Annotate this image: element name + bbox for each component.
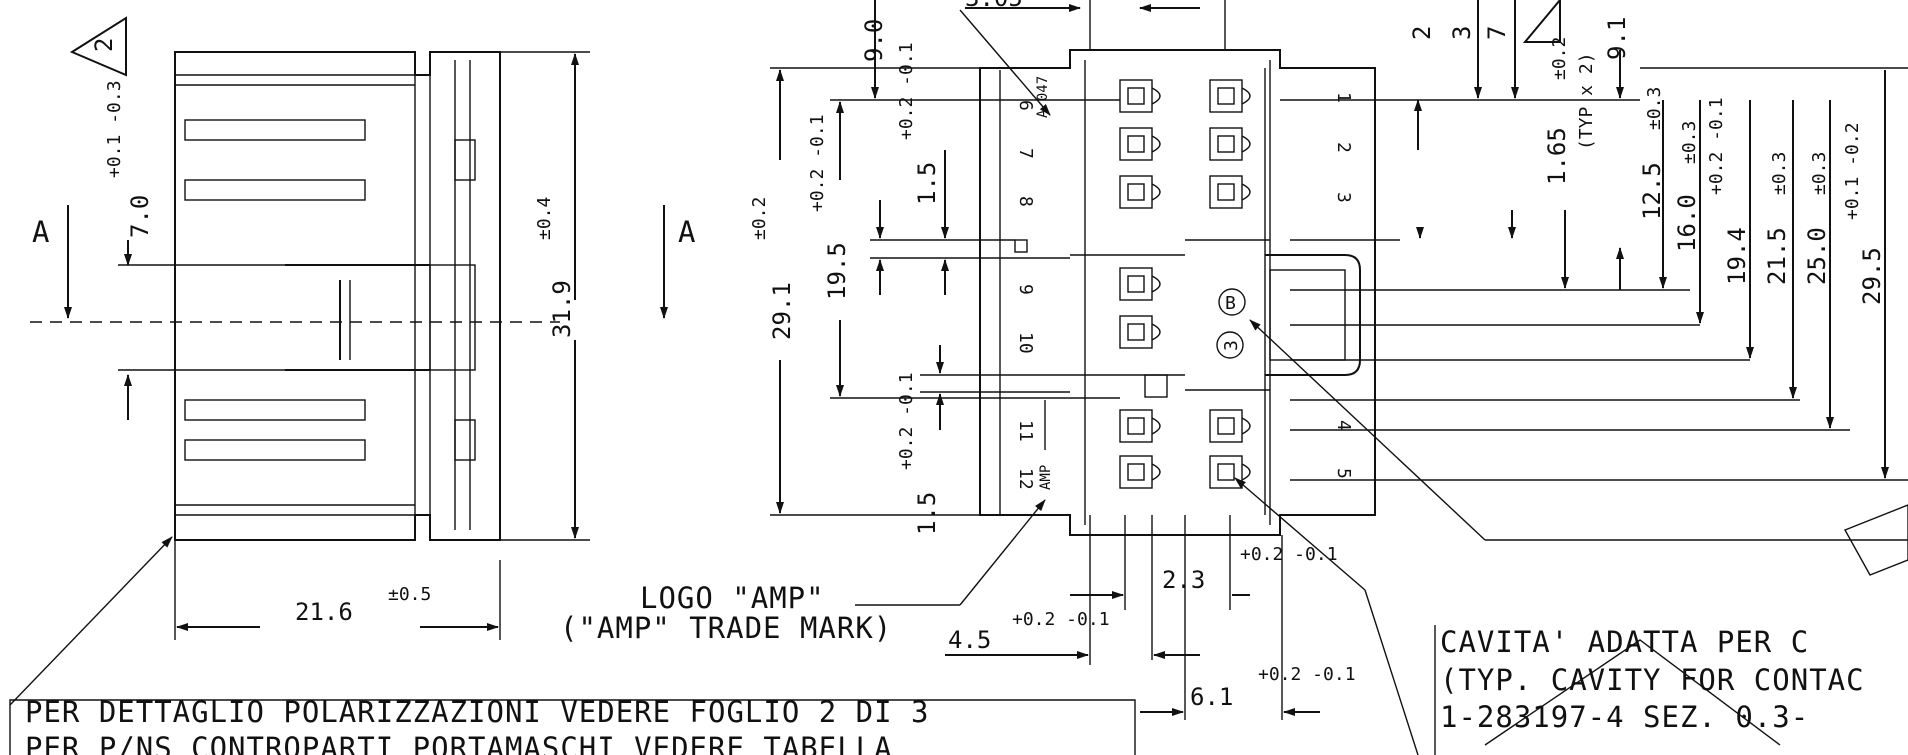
dim-61: 6.1 bbox=[1190, 683, 1233, 711]
cavity-number: 10 bbox=[1015, 332, 1036, 354]
logo-note-line1: LOGO "AMP" bbox=[640, 581, 825, 615]
dim-inner: 19.5 bbox=[823, 242, 851, 300]
left-body-outline bbox=[174, 51, 501, 541]
cavity-number: 11 bbox=[1015, 420, 1036, 442]
cavity-number: 5 bbox=[1333, 468, 1354, 479]
dim-pitch-top-tol: +0.2 -0.1 bbox=[896, 42, 917, 140]
dim-height: 31.9 bbox=[548, 280, 576, 338]
notes: PER DETTAGLIO POLARIZZAZIONI VEDERE FOGL… bbox=[9, 695, 1136, 755]
dim-160-tol: ±0.3 bbox=[1679, 121, 1700, 164]
cavity-line3: 1-283197-4 SEZ. 0.3- bbox=[1440, 700, 1809, 734]
part-code: A 047 bbox=[1035, 76, 1051, 118]
dim-45-tol: +0.2 -0.1 bbox=[1012, 609, 1110, 630]
cavity-number: 9 bbox=[1015, 284, 1036, 295]
dim-pitch-bottom-tol: +0.2 -0.1 bbox=[896, 372, 917, 470]
dim-overall: 29.1 bbox=[768, 282, 796, 340]
dim-194-tol: +0.2 -0.1 bbox=[1706, 97, 1727, 195]
dim-250: 25.0 bbox=[1803, 227, 1831, 285]
cavity-line2: (TYP. CAVITY FOR CONTAC bbox=[1440, 663, 1865, 697]
logo-note: LOGO "AMP" ("AMP" TRADE MARK) bbox=[560, 581, 892, 645]
cavity-number: 1 bbox=[1333, 92, 1354, 103]
dim-61-tol: +0.2 -0.1 bbox=[1258, 664, 1356, 685]
cavity-number: 4 bbox=[1333, 420, 1354, 431]
cavity-line1: CAVITA' ADATTA PER C bbox=[1440, 625, 1809, 659]
dim-23-tol: +0.2 -0.1 bbox=[1240, 544, 1338, 565]
dim-165-note: (TYP x 2) bbox=[1576, 52, 1597, 150]
dim-194: 19.4 bbox=[1723, 227, 1751, 285]
revision-triangle bbox=[69, 16, 127, 77]
note-polarization: PER DETTAGLIO POLARIZZAZIONI VEDERE FOGL… bbox=[25, 695, 930, 729]
cavity-number: 7 bbox=[1015, 148, 1036, 159]
circle-3-label: 3 bbox=[1221, 340, 1242, 351]
dim-295-tol: +0.1 -0.2 bbox=[1842, 122, 1863, 220]
dim-125-tol: ±0.3 bbox=[1644, 87, 1665, 130]
logo-mark: AMP bbox=[1038, 465, 1054, 490]
left-view: 2 A A 7.0 +0.1 - bbox=[9, 16, 696, 706]
dim-height-tol: ±0.4 bbox=[534, 197, 555, 240]
cavity-number: 3 bbox=[1333, 192, 1354, 203]
cavities-right bbox=[1209, 79, 1251, 489]
dim-pitch-bottom: 1.5 bbox=[913, 492, 941, 535]
cavity-box: CAVITA' ADATTA PER C (TYP. CAVITY FOR CO… bbox=[1434, 625, 1865, 755]
dim-partial: 7 bbox=[1483, 26, 1511, 40]
dim-125: 12.5 bbox=[1638, 162, 1666, 220]
cavity-number: 8 bbox=[1015, 196, 1036, 207]
logo-note-line2: ("AMP" TRADE MARK) bbox=[560, 611, 892, 645]
dim-165: 1.65 bbox=[1543, 127, 1571, 185]
dim-width-tol: ±0.5 bbox=[388, 584, 431, 605]
dim-91: 9.1 bbox=[1603, 17, 1631, 60]
dim-offset-tol: +0.1 -0.3 bbox=[104, 80, 125, 178]
note-counterparts: PER P/NS CONTROPARTI PORTAMASCHI VEDERE … bbox=[25, 731, 893, 755]
cavities-left bbox=[1119, 79, 1161, 489]
circle-b-label: B bbox=[1225, 293, 1236, 314]
dim-45: 4.5 bbox=[948, 626, 991, 654]
dim-215-tol: ±0.3 bbox=[1769, 152, 1790, 195]
revision-mark: 2 bbox=[90, 38, 118, 52]
dim-top2: 3.05 bbox=[965, 0, 1023, 12]
dim-inner-tol: +0.2 -0.1 bbox=[807, 114, 828, 212]
dim-160: 16.0 bbox=[1673, 194, 1701, 252]
section-label-left: A bbox=[32, 215, 50, 249]
dim-partial: 3 bbox=[1448, 26, 1476, 40]
dim-overall-tol: ±0.2 bbox=[749, 197, 770, 240]
right-dimensions: 2 3 7 1.65 ±0.2 (TYP x 2) 9.1 12.5 ±0.3 … bbox=[1280, 0, 1908, 576]
dim-215: 21.5 bbox=[1763, 227, 1791, 285]
cavity-number: 12 bbox=[1015, 468, 1036, 490]
dim-pitch-top: 1.5 bbox=[913, 162, 941, 205]
dim-165-tol: ±0.2 bbox=[1549, 37, 1570, 80]
cavity-number: 2 bbox=[1333, 142, 1354, 153]
dim-width: 21.6 bbox=[295, 598, 353, 626]
section-label-right: A bbox=[678, 215, 696, 249]
dim-partial: 2 bbox=[1408, 26, 1436, 40]
middle-housing-outline bbox=[979, 49, 1376, 536]
dim-offset: 7.0 bbox=[126, 195, 154, 238]
dim-295: 29.5 bbox=[1858, 247, 1886, 305]
cavity-number: 6 bbox=[1015, 100, 1036, 111]
dim-250-tol: ±0.3 bbox=[1809, 152, 1830, 195]
dim-23: 2.3 bbox=[1162, 566, 1205, 594]
